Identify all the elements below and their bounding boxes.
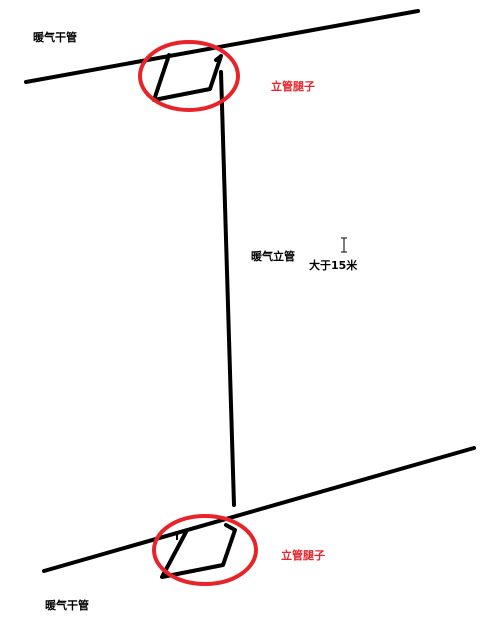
text-cursor-icon [341,237,347,253]
bottom-main-pipe-label: 暖气干管 [45,599,89,612]
riser-pipe-label: 暖气立管 [251,250,295,263]
top-main-pipe-label: 暖气干管 [33,31,77,44]
bottom-main-pipe-line [42,446,476,573]
top-highlight-circle [138,40,240,112]
length-note-label: 大于15米 [309,259,358,272]
top-riser-leg-label: 立管腿子 [271,80,315,93]
riser-pipe-line [219,70,236,507]
bottom-riser-leg-label: 立管腿子 [281,549,325,562]
bottom-highlight-circle [152,514,258,586]
top-riser-leg-line [152,53,223,102]
bottom-riser-leg-line [160,523,237,579]
top-main-pipe-line [24,9,420,84]
